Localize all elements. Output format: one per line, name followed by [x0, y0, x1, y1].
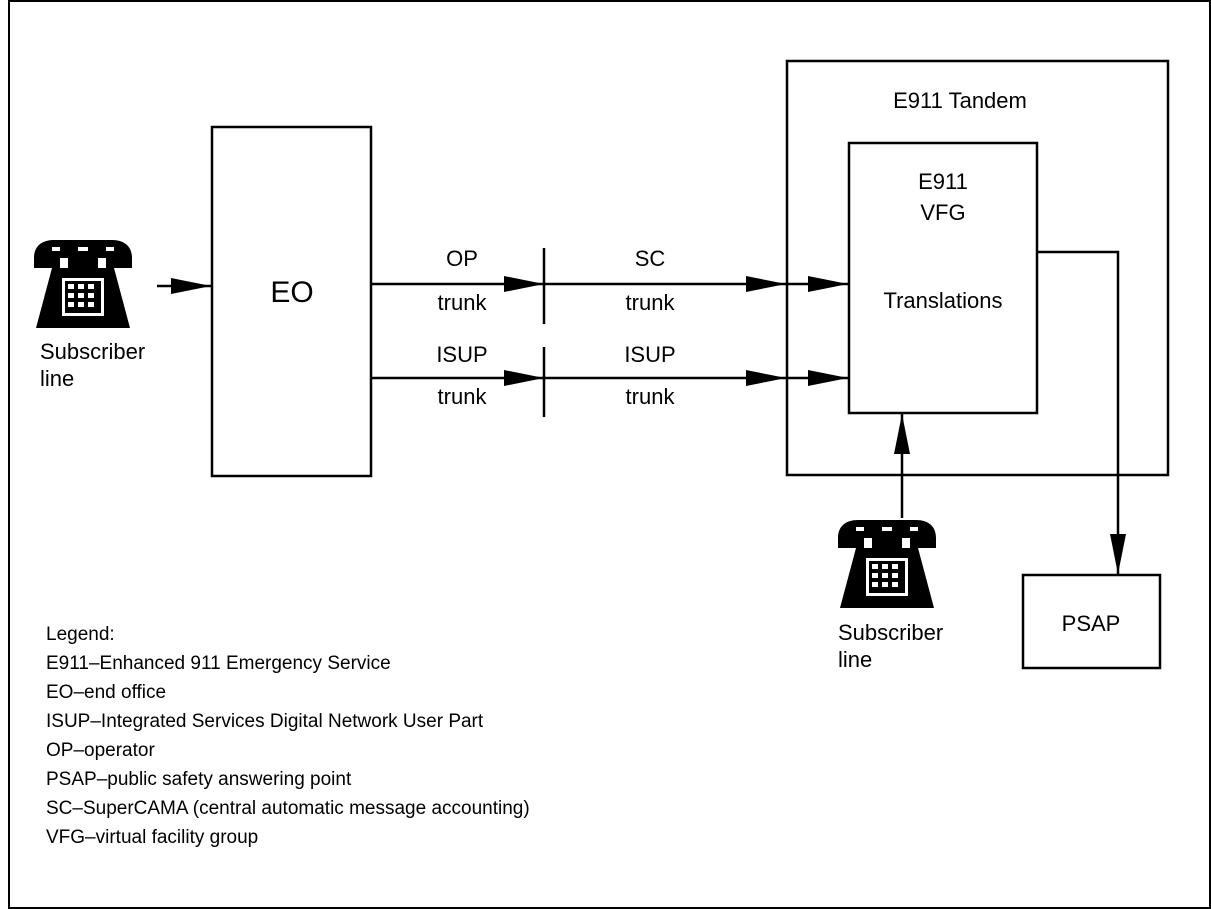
legend-item: SC–SuperCAMA (central automatic message … [46, 798, 530, 819]
telephone-icon [838, 520, 936, 608]
e911-tandem-box [785, 59, 1170, 477]
isup2-trunk-top: ISUP [624, 342, 675, 367]
telephone-icon [34, 240, 132, 328]
eo-label: EO [270, 276, 313, 309]
subscriber2-label-line2: line [838, 647, 872, 672]
sc-trunk-bottom: trunk [626, 290, 676, 315]
legend: Legend: E911–Enhanced 911 Emergency Serv… [46, 624, 530, 848]
legend-item: ISUP–Integrated Services Digital Network… [46, 711, 484, 732]
isup1-trunk-bottom: trunk [438, 384, 488, 409]
outer-frame [8, 0, 1211, 909]
legend-item: EO–end office [46, 682, 166, 703]
legend-item: PSAP–public safety answering point [46, 769, 352, 790]
legend-item: VFG–virtual facility group [46, 827, 258, 848]
isup1-trunk-top: ISUP [436, 342, 487, 367]
subscriber2-label-line1: Subscriber [838, 620, 943, 645]
psap-label: PSAP [1062, 611, 1121, 636]
sc-trunk-top: SC [635, 246, 666, 271]
tandem-title: E911 Tandem [893, 88, 1027, 113]
translations-label: Translations [883, 288, 1002, 313]
vfg-to-psap-arrow [1038, 250, 1126, 574]
legend-item: OP–operator [46, 740, 155, 761]
vfg-label-line2: VFG [920, 200, 965, 225]
psap-box [1021, 573, 1162, 670]
vfg-label-line1: E911 [918, 169, 968, 194]
legend-item: E911–Enhanced 911 Emergency Service [46, 653, 391, 674]
subscriber1-label-line1: Subscriber [40, 339, 145, 364]
eo-box [210, 125, 373, 478]
subscriber1-label-line2: line [40, 366, 74, 391]
op-trunk-top: OP [446, 246, 478, 271]
vfg-box [847, 141, 1039, 415]
isup2-trunk-bottom: trunk [626, 384, 676, 409]
legend-title: Legend: [46, 624, 115, 645]
op-trunk-bottom: trunk [438, 290, 488, 315]
